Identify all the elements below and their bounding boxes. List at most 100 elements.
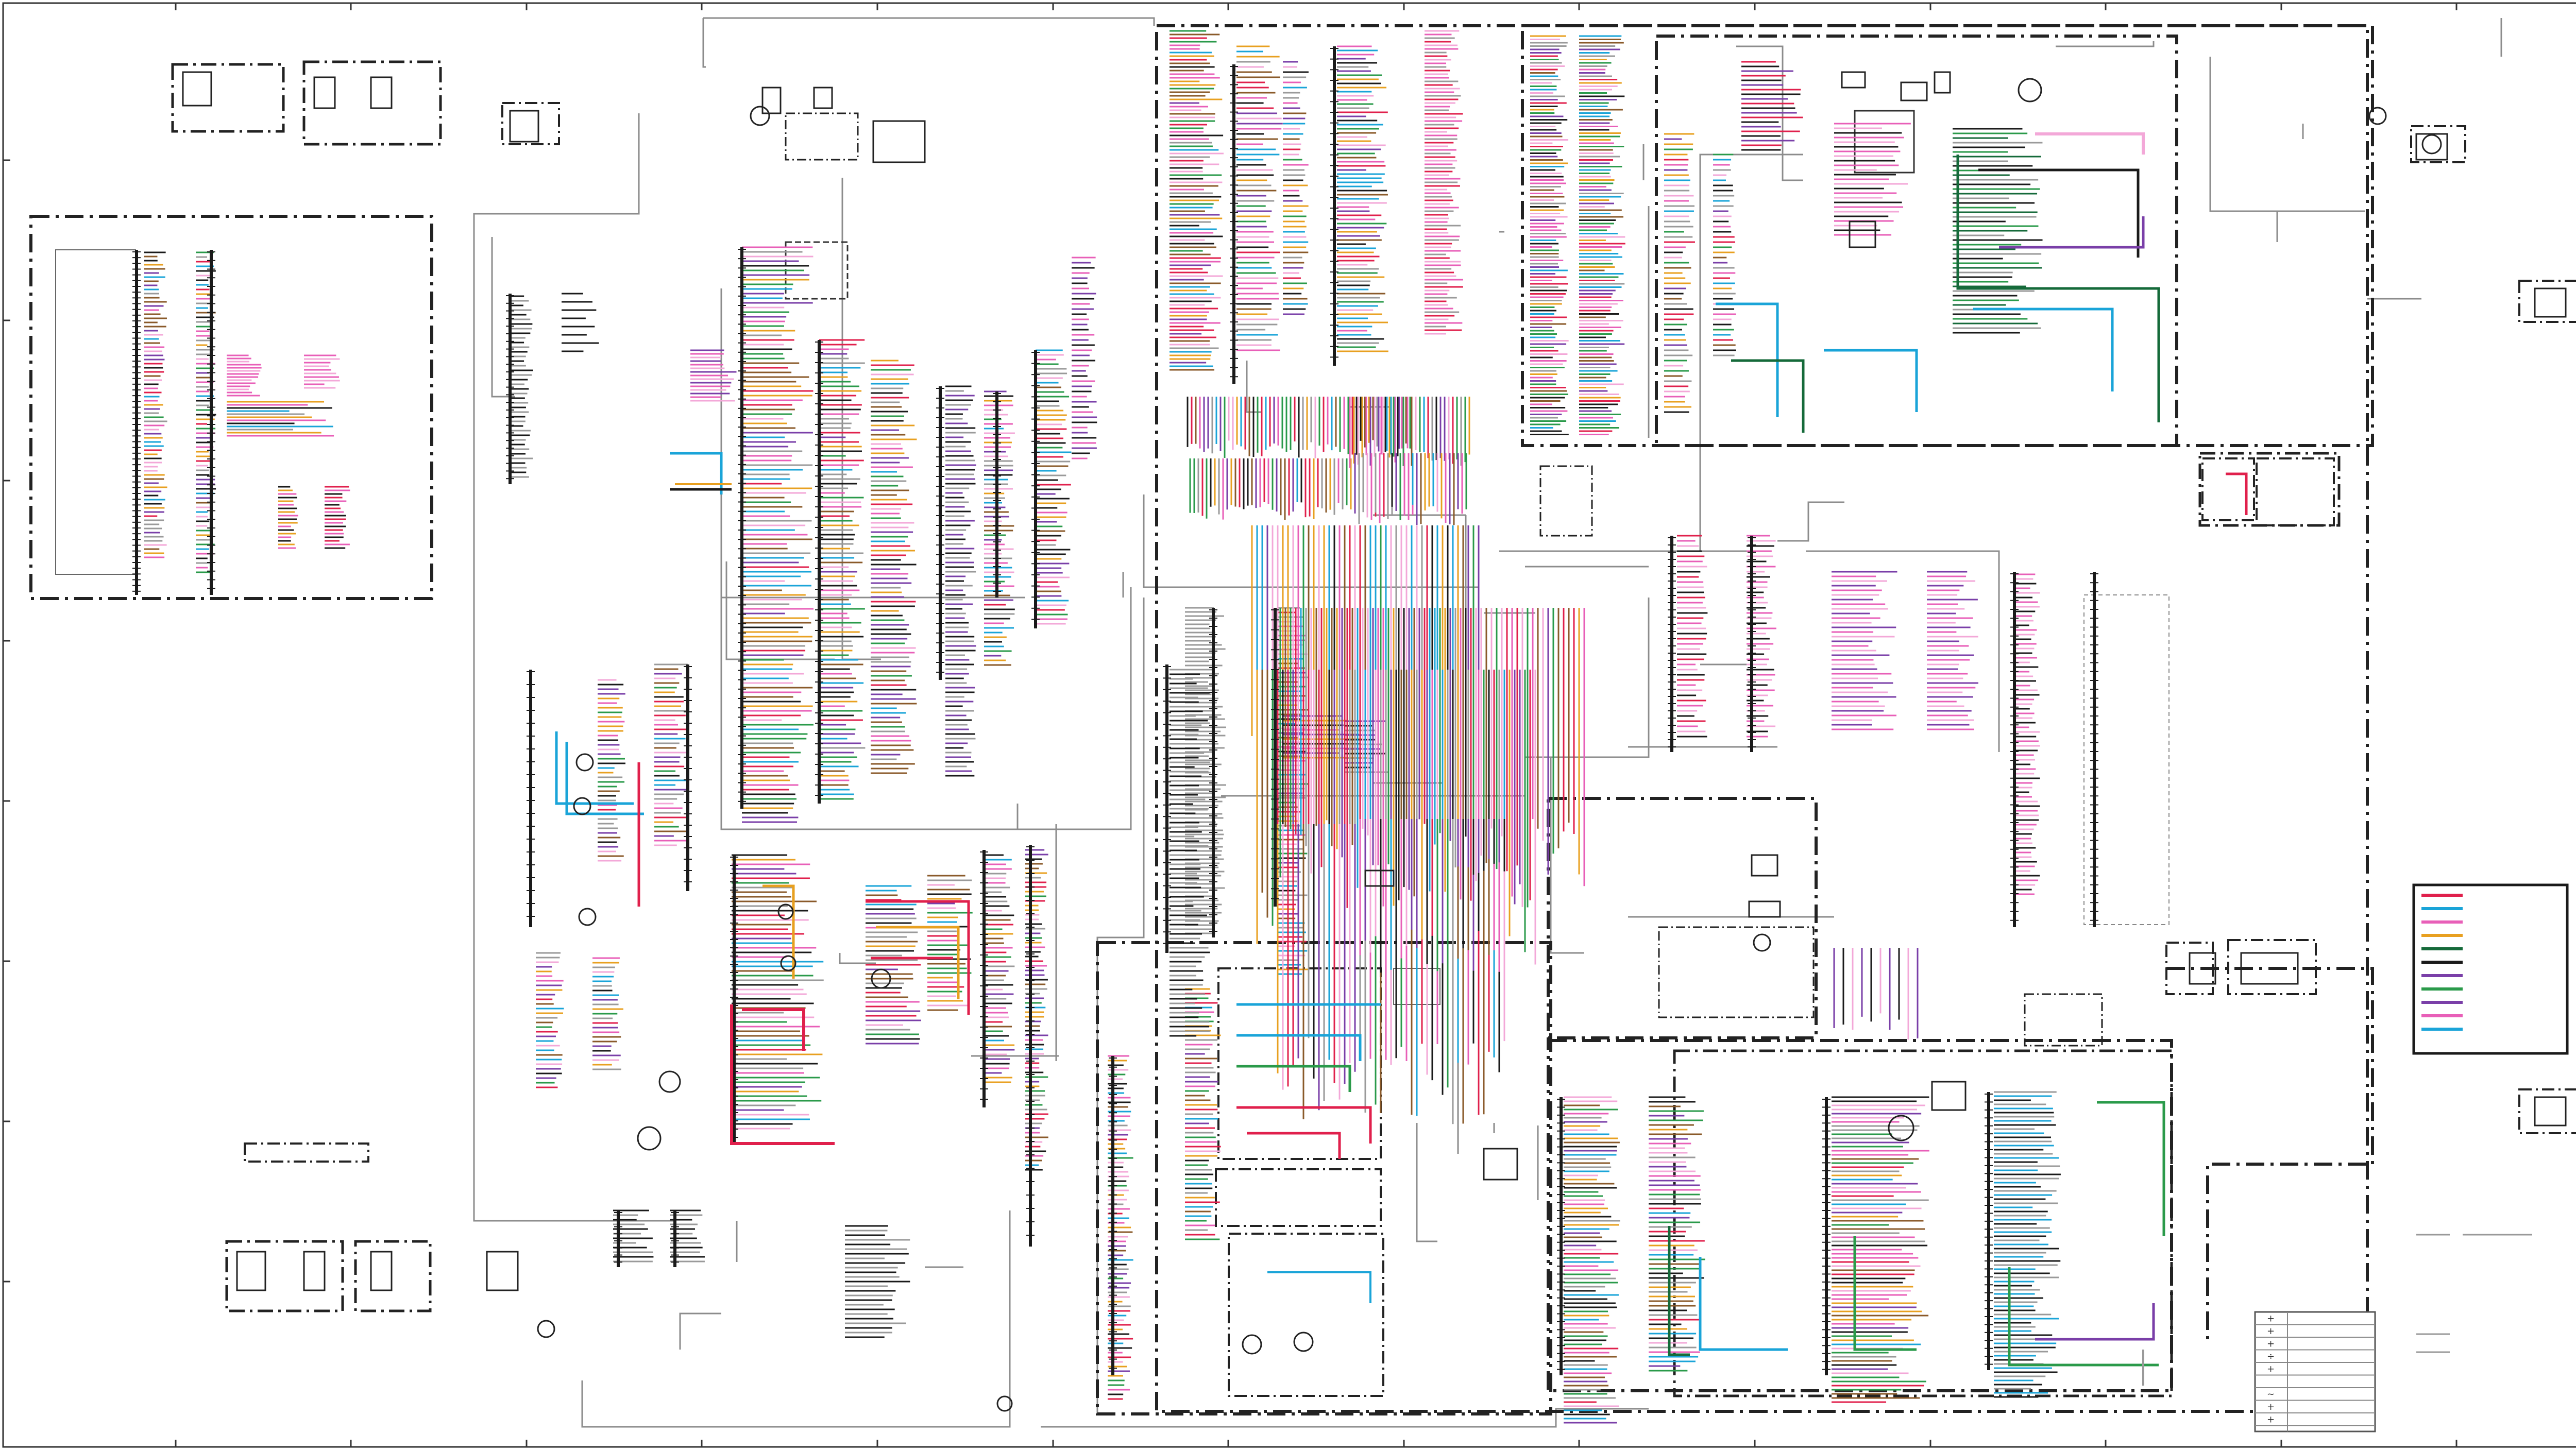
component-symbol — [1242, 1334, 1262, 1355]
relay-loop — [1999, 216, 2145, 249]
border-ticks — [3, 3, 2458, 1447]
wire-bundle — [536, 952, 564, 1088]
wire-bundle — [227, 401, 334, 437]
grey-wire — [720, 288, 1132, 830]
relay-loop — [555, 731, 634, 805]
wire-bundle — [1185, 607, 1226, 934]
wire-bundle — [1994, 1091, 2061, 1398]
component-box — [2534, 1096, 2567, 1127]
grey-wire — [679, 1312, 721, 1350]
wire-bundle — [1927, 571, 1978, 730]
relay-loop — [866, 900, 970, 1015]
dashed-block — [2518, 1088, 2576, 1134]
wire-bundle — [1953, 128, 2043, 334]
relay-loop — [742, 1008, 805, 1051]
component-symbol — [2018, 78, 2042, 103]
wire-bundle — [1579, 35, 1625, 435]
component-box — [236, 1251, 266, 1291]
component-symbol — [750, 106, 770, 126]
dashed-block — [1228, 1233, 1384, 1397]
relay-loop — [1853, 1236, 1917, 1351]
connector — [2090, 572, 2098, 927]
dashed-block — [244, 1142, 369, 1163]
wire-bundle — [278, 486, 298, 549]
dashed-block — [171, 63, 285, 133]
connector — [671, 1210, 679, 1267]
component-symbol — [780, 955, 796, 971]
relay-loop — [1236, 1034, 1362, 1061]
connector — [1985, 1092, 1993, 1370]
component-symbol — [996, 1395, 1013, 1412]
grey-interconnect-wires — [473, 17, 2502, 1428]
dashed-block — [2201, 457, 2255, 521]
wire-bundle — [510, 295, 533, 478]
wire-bundle — [654, 663, 688, 846]
dashed-block — [2256, 457, 2335, 526]
component-box — [872, 120, 926, 163]
component-symbol — [777, 903, 794, 920]
wire-bundle — [1036, 349, 1072, 625]
wire-bundle — [1564, 1096, 1620, 1424]
dashed-outline — [2166, 967, 2374, 1339]
wire-bundle — [1349, 397, 1470, 468]
dashed-block — [225, 1240, 344, 1312]
connector — [738, 247, 746, 809]
symbol-glyph: + — [2267, 1364, 2275, 1375]
component-box — [813, 87, 833, 109]
dashed-block — [1521, 24, 2374, 447]
relay-loop — [1236, 1065, 1351, 1092]
wire-bundle — [562, 293, 599, 352]
wire-bundle — [1713, 153, 1736, 356]
dashed-block — [785, 112, 859, 161]
dashed-block — [1673, 1049, 2173, 1397]
connector — [815, 340, 823, 804]
component-symbol — [1888, 1115, 1914, 1141]
component-box — [1934, 71, 1951, 94]
wire-bundle — [592, 957, 623, 1070]
symbol-glyph: ~ — [2267, 1389, 2275, 1400]
component-box — [2240, 952, 2299, 985]
connector — [684, 664, 692, 891]
component-symbol — [1753, 933, 1771, 952]
connector-strips — [132, 46, 2098, 1375]
dashed-block — [1547, 797, 1818, 1039]
connector — [1557, 1097, 1565, 1375]
relay-loop — [1267, 1271, 1371, 1303]
dashed-block — [302, 60, 442, 146]
relay-loop — [762, 884, 795, 979]
symbol-glyph: ÷ — [2267, 1351, 2275, 1362]
grey-wire — [2209, 57, 2365, 212]
dashed-block — [1539, 465, 1593, 537]
dashed-block — [1655, 35, 2178, 447]
component-box — [370, 76, 393, 109]
relay-loop — [2035, 132, 2145, 155]
wire-bundle — [1832, 1096, 1929, 1403]
relay-loop — [2035, 1303, 2155, 1341]
connector — [1330, 46, 1338, 366]
grey-wire — [491, 237, 515, 398]
relay-loop — [1731, 359, 1805, 433]
connector — [980, 850, 988, 1107]
grey-wire — [1777, 501, 1844, 542]
connector — [1026, 845, 1035, 1247]
symbol-glyph: + — [2267, 1313, 2275, 1324]
wire-bundle — [866, 885, 921, 1045]
wire-bundle — [819, 339, 866, 800]
wire-bundle — [1834, 123, 1911, 236]
wire-bundle — [1677, 535, 1708, 738]
component-symbol — [578, 908, 597, 926]
relay-loops — [555, 132, 2248, 1386]
component-symbol — [575, 753, 594, 772]
component-symbol — [2421, 134, 2442, 155]
wire-bundle — [1170, 669, 1210, 1037]
wire-bundle — [1025, 849, 1048, 1171]
wire-bundle — [1187, 397, 1411, 458]
wire-bundle — [1185, 988, 1221, 1240]
wire-bundle — [690, 349, 737, 402]
component-box — [1483, 1148, 1518, 1181]
connector — [1109, 1056, 1117, 1375]
connector — [527, 670, 535, 927]
